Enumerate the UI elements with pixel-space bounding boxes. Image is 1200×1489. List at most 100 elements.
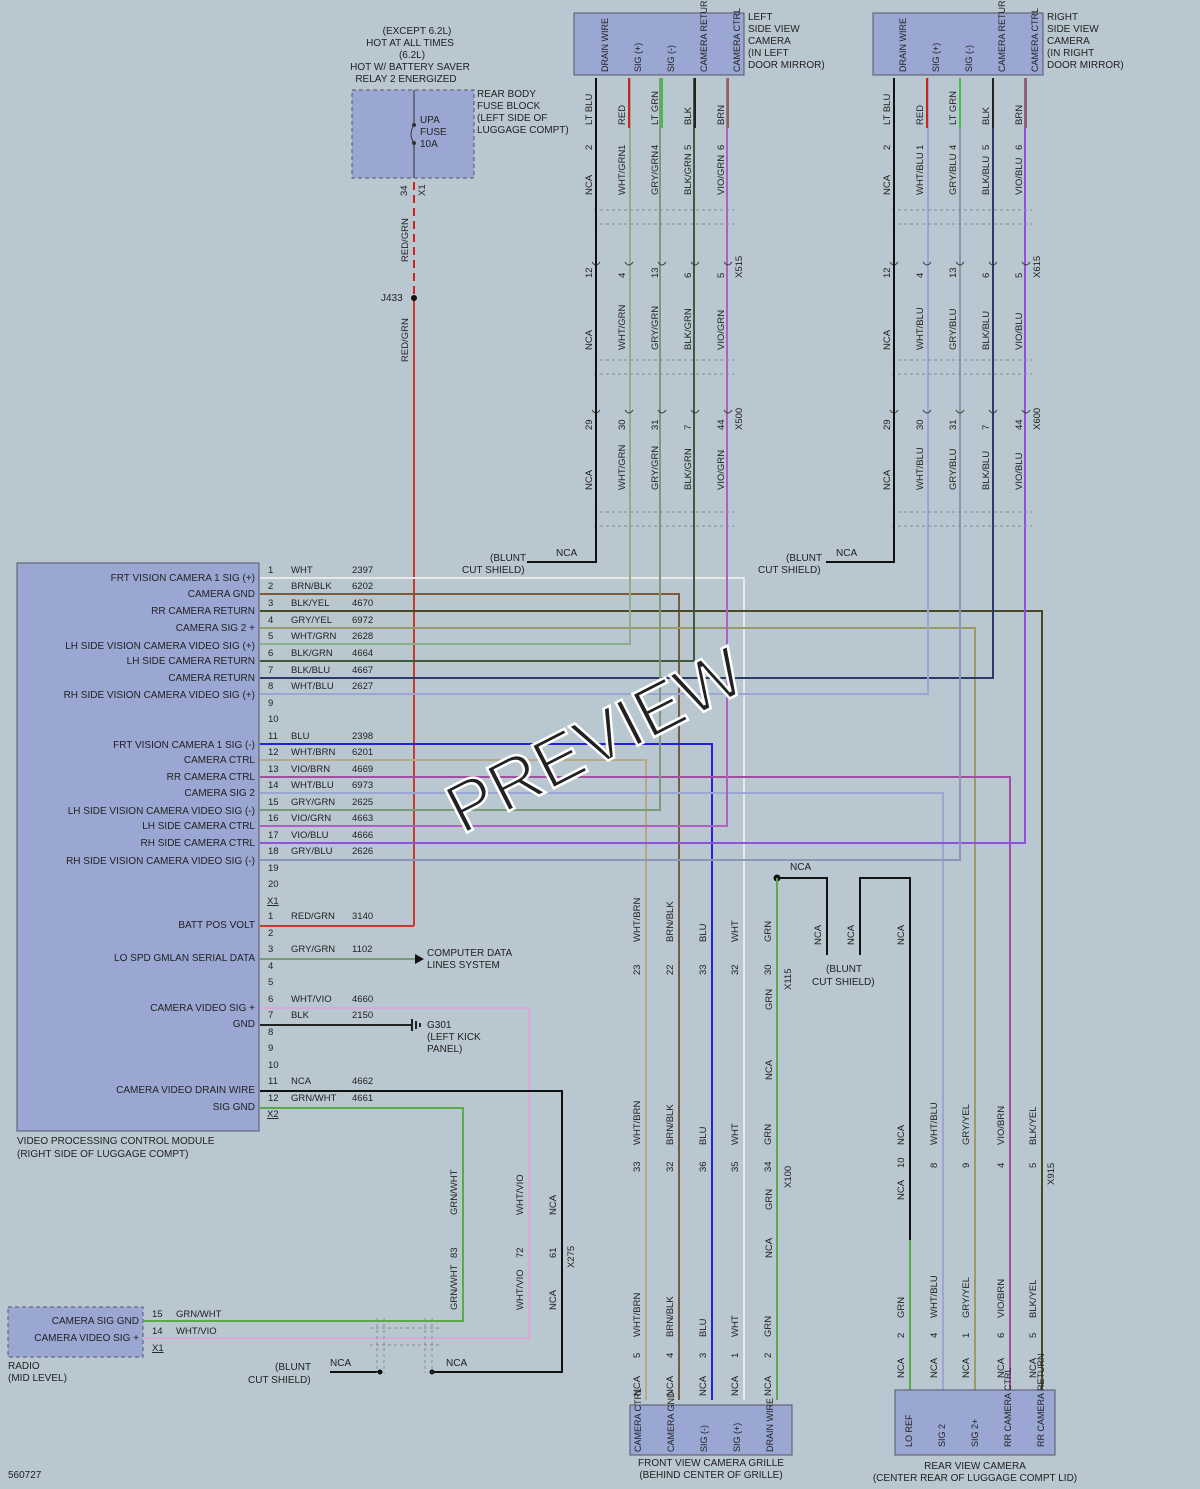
front-cam-pin-2: SIG (-) [699, 1425, 709, 1452]
front-nca-shield-3: NCA [896, 924, 907, 945]
x2-pin-6-label: CAMERA VIDEO SIG + [150, 1003, 255, 1014]
x1-pin-14-label: CAMERA SIG 2 [184, 788, 255, 799]
radio-shield-label-2: CUT SHIELD) [248, 1375, 311, 1386]
x1-pin-4: 4 [268, 615, 273, 626]
radio-wire-15: GRN/WHT [176, 1309, 222, 1320]
x275-num-1: 72 [515, 1247, 526, 1258]
rear-cam-pin-0: LO REF [904, 1414, 914, 1447]
fuse-block-location-4: LUGGAGE COMPT) [477, 125, 569, 136]
left-cam-x515-0: 12 [584, 267, 595, 278]
x1-pin-11-label: FRT VISION CAMERA 1 SIG (-) [113, 740, 255, 751]
x2-pin-12: 12 [268, 1093, 279, 1104]
rear-wire-bottom-1: WHT/BLU [929, 1275, 940, 1318]
front-wire-b-1: BRN/BLK [665, 1104, 676, 1145]
front-wire-b-2: BLU [698, 1126, 709, 1145]
left-cam-x500-1: 30 [617, 419, 628, 430]
left-cam-conn-0-1 [624, 261, 634, 266]
radio-title-2: (MID LEVEL) [8, 1373, 67, 1384]
radio-nca-1: NCA [330, 1358, 351, 1369]
front-grn-mid2: GRN [764, 1189, 775, 1210]
rear-bottom-num-4: 5 [1028, 1333, 1039, 1338]
front-wire-a-3: WHT [730, 920, 741, 942]
rear-nca-1: NCA [929, 1357, 940, 1378]
left-cam-color-2: LT GRN [650, 91, 661, 125]
front-wire-c-4: GRN [763, 1316, 774, 1337]
left-cam-conn-0-4 [723, 261, 733, 266]
rear-nca-0: NCA [896, 1357, 907, 1378]
left-cam-color-3: BLK [683, 106, 694, 125]
front-shield-label-1: (BLUNT [826, 964, 862, 975]
x1-pin-3-wire-color: BLK/YEL [291, 598, 330, 609]
x1-pin-3-label: RR CAMERA RETURN [151, 606, 255, 617]
right-cam-pin-3: CAMERA RETURN [997, 0, 1007, 72]
right-cam-color-2: LT GRN [948, 91, 959, 125]
front-grn-mid: GRN [764, 989, 775, 1010]
x1-pin-20: 20 [268, 879, 279, 890]
right-cam-wire2-4: VIO/BLU [1014, 312, 1025, 350]
left-cam-title-4: (IN LEFT [748, 48, 789, 59]
front-shield-label-2: CUT SHIELD) [812, 977, 875, 988]
left-cam-title-3: CAMERA [748, 36, 791, 47]
front-cam-title-2: (BEHIND CENTER OF GRILLE) [639, 1470, 782, 1481]
right-cam-pinnum-3: 5 [981, 145, 992, 150]
left-cam-pin-0: DRAIN WIRE [600, 18, 610, 72]
right-cam-wire3-3: BLK/BLU [981, 451, 992, 490]
left-cam-x500-tag: X500 [734, 408, 745, 430]
x1-pin-13-label: RR CAMERA CTRL [167, 772, 256, 783]
x2-pin-7-wire-color: BLK [291, 1010, 310, 1021]
left-cam-x500-3: 7 [683, 425, 694, 430]
front-wire-a-1: BRN/BLK [665, 901, 676, 942]
x2-pin-12-circuit: 4661 [352, 1093, 373, 1104]
x275-tag: X275 [566, 1246, 577, 1268]
right-cam-color-0: LT BLU [882, 94, 893, 125]
fuse-pin: 34 [399, 185, 410, 196]
rear-x915-4: 5 [1028, 1163, 1039, 1168]
x1-pin-11: 11 [268, 731, 278, 742]
fuse-block-location-3: (LEFT SIDE OF [477, 113, 547, 124]
right-cam-x615-2: 13 [948, 267, 959, 278]
front-x115-4: 30 [763, 964, 774, 975]
right-shield-label-2: CUT SHIELD) [758, 565, 821, 576]
x2-pin-12-label: SIG GND [213, 1102, 255, 1113]
right-shield: (BLUNT CUT SHIELD) NCA [758, 78, 895, 576]
left-cam-wire2-1: WHT/GRN [617, 304, 628, 350]
left-cam-x515-4: 5 [716, 273, 727, 278]
rear-cam-pin-4: RR CAMERA RETURN [1036, 1353, 1046, 1447]
left-cam-wire2-4: VIO/GRN [716, 310, 727, 350]
front-x115-2: 33 [698, 964, 709, 975]
feed-wire-bottom-label: RED/GRN [400, 318, 411, 362]
right-cam-wire-1: WHT/BLU [915, 152, 926, 195]
rear-x915-tag: X915 [1046, 1163, 1057, 1185]
left-cam-conn-1-4 [723, 409, 733, 414]
right-cam-wire2-0: NCA [882, 329, 893, 350]
fuse-block: (EXCEPT 6.2L) HOT AT ALL TIMES (6.2L) HO… [350, 26, 569, 196]
left-cam-color-1: RED [617, 105, 628, 125]
left-shield-label-1: (BLUNT [490, 553, 526, 564]
vpcm-module: VIDEO PROCESSING CONTROL MODULE (RIGHT S… [16, 562, 373, 1160]
x1-pin-5-label: LH SIDE VISION CAMERA VIDEO SIG (+) [65, 641, 255, 652]
left-cam-shield-2 [594, 511, 734, 527]
right-cam-x615-tag: X615 [1032, 256, 1043, 278]
x2-pin-1-label: BATT POS VOLT [178, 920, 255, 931]
x275-wire-bottom-1: WHT/VIO [515, 1269, 526, 1310]
x1-pin-17-wire-color: VIO/BLU [291, 830, 329, 841]
fuse-block-header-2: HOT AT ALL TIMES [366, 38, 454, 49]
x1-pin-8-label: RH SIDE VISION CAMERA VIDEO SIG (+) [64, 690, 255, 701]
x1-pin-4-circuit: 6972 [352, 615, 373, 626]
left-cam-x515-2: 13 [650, 267, 661, 278]
right-cam-wire3-2: GRY/BLU [948, 448, 959, 490]
x2-pin-11-label: CAMERA VIDEO DRAIN WIRE [116, 1085, 255, 1096]
right-cam-wire-4: VIO/BLU [1014, 157, 1025, 195]
x1-pin-7-label: CAMERA RETURN [168, 673, 255, 684]
right-cam-wire3-0: NCA [882, 469, 893, 490]
x2-pin-8: 8 [268, 1027, 273, 1038]
left-cam-wire-2: GRY/GRN [650, 151, 661, 195]
x2-pin-4: 4 [268, 961, 273, 972]
front-nca-2: NCA [698, 1375, 709, 1396]
left-shield-nca: NCA [556, 548, 577, 559]
front-bottom-num-1: 4 [665, 1353, 676, 1358]
x1-pin-7-wire-color: BLK/BLU [291, 665, 330, 676]
x2-pin-3-circuit: 1102 [352, 944, 372, 955]
